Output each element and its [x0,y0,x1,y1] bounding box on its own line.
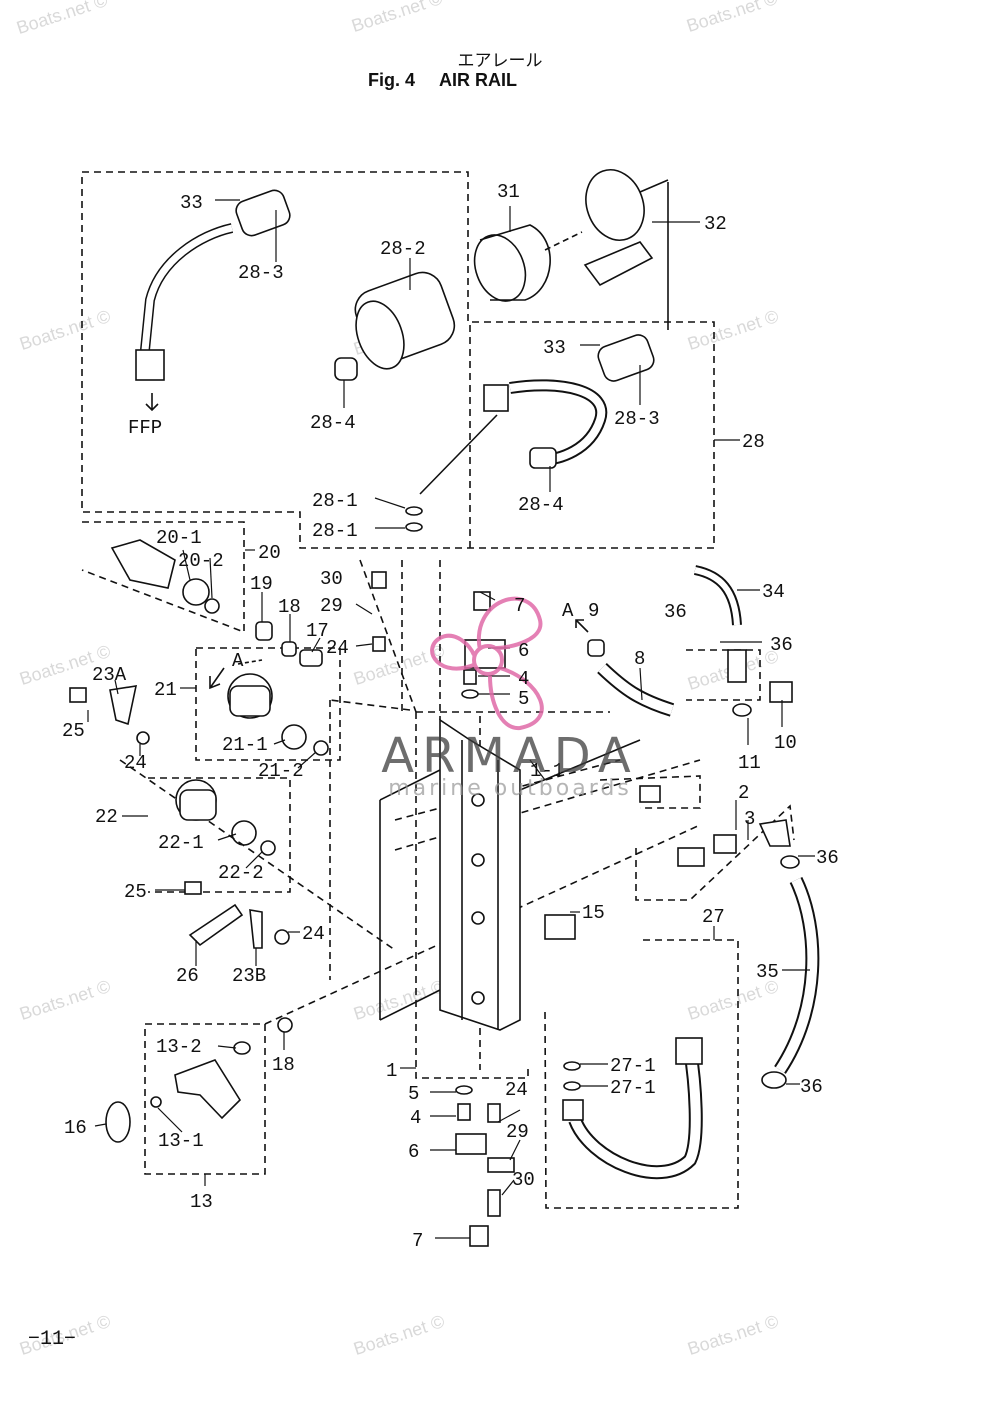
label-24: 24 [124,752,147,774]
label-28: 28 [742,431,765,453]
label-5: 5 [518,688,529,710]
label-22-1: 22-1 [158,832,204,854]
label-27: 27 [702,906,725,928]
label-21: 21 [154,679,177,701]
label-15: 15 [582,902,605,924]
figure-title: AIR RAIL [439,70,518,90]
label-29: 29 [320,595,343,617]
label-17: 17 [306,620,329,642]
label-21-2: 21-2 [258,760,304,782]
label-36: 36 [770,634,793,656]
label-3: 3 [744,808,755,830]
label-19: 19 [250,573,273,595]
label-28-1: 28-1 [312,520,358,542]
label-6: 6 [518,640,529,662]
part-labels: 33 28-3 28-2 31 32 33 28-3 28 28-4 28-4 … [62,181,839,1252]
label-24: 24 [302,923,325,945]
label-18: 18 [272,1054,295,1076]
label-30: 30 [512,1169,535,1191]
label-33: 33 [543,337,566,359]
label-8: 8 [634,648,645,670]
label-23a: 23A [92,664,127,686]
label-29: 29 [506,1121,529,1143]
label-22: 22 [95,806,118,828]
label-7: 7 [412,1230,423,1252]
label-36: 36 [800,1076,823,1098]
label-33: 33 [180,192,203,214]
label-27-1: 27-1 [610,1077,656,1099]
label-13: 13 [190,1191,213,1213]
label-11: 11 [738,752,761,774]
label-13-1: 13-1 [158,1130,204,1152]
label-24: 24 [505,1079,528,1101]
label-5: 5 [408,1083,419,1105]
label-30: 30 [320,568,343,590]
label-28-1: 28-1 [312,490,358,512]
pressure-regulators [69,539,387,1143]
label-arrow-a: A [562,600,574,622]
label-22-2: 22-2 [218,862,264,884]
brand-name: ARMADA [381,728,639,784]
label-1: 1 [386,1060,397,1082]
label-26: 26 [176,965,199,987]
armada-propeller-logo [430,596,544,731]
label-4: 4 [410,1107,421,1129]
label-34: 34 [762,581,785,603]
label-9: 9 [588,600,599,622]
label-1-1: 1-1 [530,760,564,782]
label-36: 36 [664,601,687,623]
label-28-4: 28-4 [310,412,356,434]
label-28-2: 28-2 [380,238,426,260]
figure-number: Fig. 4 [368,70,416,90]
armada-brand-watermark: ARMADA marine outboards [350,728,670,801]
label-21-1: 21-1 [222,734,268,756]
label-28-4: 28-4 [518,494,564,516]
direction-arrows [145,393,589,690]
label-25: 25 [124,881,147,903]
label-16: 16 [64,1117,87,1139]
label-24: 24 [326,637,349,659]
label-arrow-a: A [232,650,244,672]
label-ffp: FFP [128,417,162,439]
page-title: Fig. 4 AIR RAIL [368,70,517,91]
label-28-3: 28-3 [238,262,284,284]
label-25: 25 [62,720,85,742]
label-4: 4 [518,668,529,690]
right-hoses [562,565,820,1180]
label-36: 36 [816,847,839,869]
leader-lines [87,199,815,1239]
page-title-japanese: エアレール [457,51,543,71]
rail-cap-parts [455,591,515,1247]
label-6: 6 [408,1141,419,1163]
label-7: 7 [514,595,525,617]
label-23b: 23B [232,965,266,987]
label-32: 32 [704,213,727,235]
label-13-2: 13-2 [156,1036,202,1058]
label-31: 31 [497,181,520,203]
label-27-1: 27-1 [610,1055,656,1077]
label-35: 35 [756,961,779,983]
label-10: 10 [774,732,797,754]
clamp-and-bracket [473,169,669,330]
label-20: 20 [258,542,281,564]
brand-subtitle: marine outboards [388,776,632,801]
label-28-3: 28-3 [614,408,660,430]
air-rail-body [379,718,641,1031]
label-2: 2 [738,782,749,804]
page-number: −11− [28,1328,77,1351]
label-20-1: 20-1 [156,527,202,549]
fuel-filter-assembly [135,189,655,532]
label-20-2: 20-2 [178,550,224,572]
label-18: 18 [278,596,301,618]
